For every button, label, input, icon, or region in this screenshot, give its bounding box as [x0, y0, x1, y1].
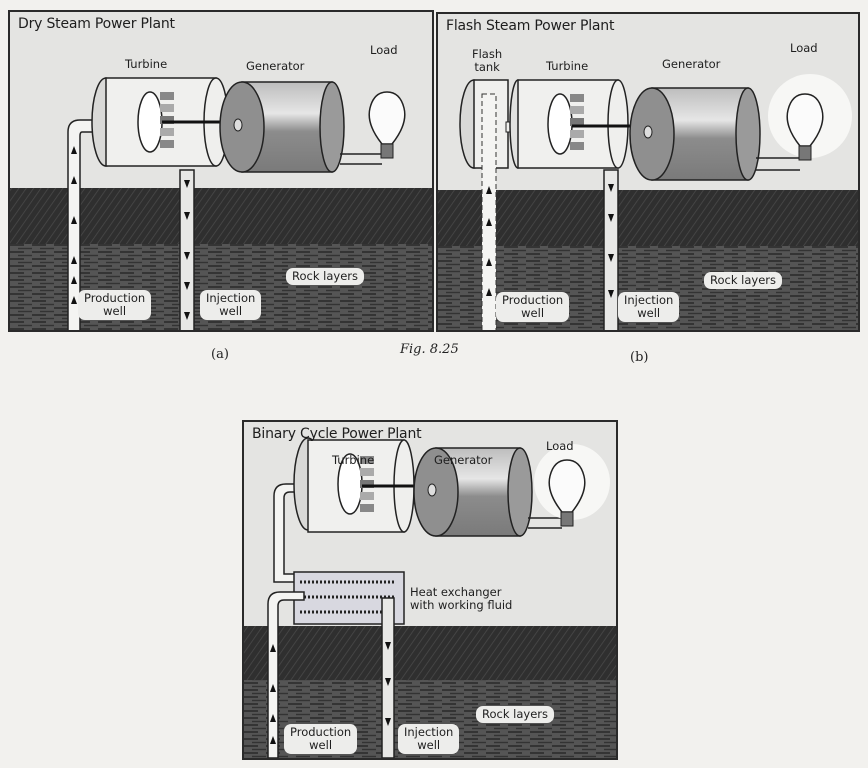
light-bulb-icon — [368, 91, 406, 159]
panel-dry-steam: Dry Steam Power Plant Turbine Generator … — [8, 10, 434, 332]
rock-layers-label: Rock layers — [476, 706, 554, 723]
production-well-label: Production well — [78, 290, 152, 320]
dry-steam-diagram — [10, 77, 432, 330]
sub-caption-b: (b) — [630, 350, 649, 365]
generator — [413, 447, 533, 537]
injection-pipe — [179, 169, 195, 330]
load-label: Load — [790, 41, 818, 55]
generator-label: Generator — [434, 453, 493, 467]
panel-binary-cycle: Binary Cycle Power Plant Turbine Generat… — [242, 420, 618, 760]
injection-pipe — [603, 169, 619, 330]
turbine-rotor — [547, 93, 584, 155]
production-well-label: Production well — [496, 292, 570, 322]
panel-flash-steam: Flash Steam Power Plant Flash tank Turbi… — [436, 12, 860, 332]
working-fluid-loop — [273, 483, 309, 583]
injection-well-label: Injection well — [398, 724, 460, 754]
generator — [629, 87, 761, 181]
flash-tank — [459, 79, 509, 330]
production-well-label: Production well — [284, 724, 358, 754]
turbine-label: Turbine — [546, 59, 589, 73]
load-label: Load — [546, 439, 574, 453]
injection-well-label: Injection well — [200, 290, 262, 320]
heat-exchanger-label: Heat exchanger with working fluid — [410, 585, 513, 612]
turbine-rotor — [337, 453, 374, 515]
rock-layers-label: Rock layers — [704, 272, 782, 289]
panel-title: Flash Steam Power Plant — [446, 18, 615, 34]
injection-well-label: Injection well — [618, 292, 680, 322]
production-pipe — [267, 591, 305, 758]
generator — [219, 81, 345, 173]
generator-label: Generator — [246, 59, 305, 73]
panel-title: Dry Steam Power Plant — [18, 16, 175, 32]
panel-title: Binary Cycle Power Plant — [252, 426, 422, 442]
light-bulb-icon — [768, 74, 852, 161]
light-bulb-icon — [534, 444, 610, 527]
load-label: Load — [370, 43, 398, 57]
wires — [340, 153, 382, 165]
wires — [528, 517, 562, 529]
binary-cycle-diagram — [244, 437, 616, 758]
flash-tank-label: Flash tank — [472, 47, 503, 74]
figure-caption: Fig. 8.25 — [400, 342, 459, 357]
turbine-label: Turbine — [125, 57, 168, 71]
wires — [756, 157, 800, 171]
surface-layer — [244, 626, 616, 686]
turbine-label: Turbine — [332, 453, 375, 467]
surface-layer — [438, 190, 858, 250]
generator-label: Generator — [662, 57, 721, 71]
sub-caption-a: (a) — [211, 347, 229, 362]
rock-layers-label: Rock layers — [286, 268, 364, 285]
